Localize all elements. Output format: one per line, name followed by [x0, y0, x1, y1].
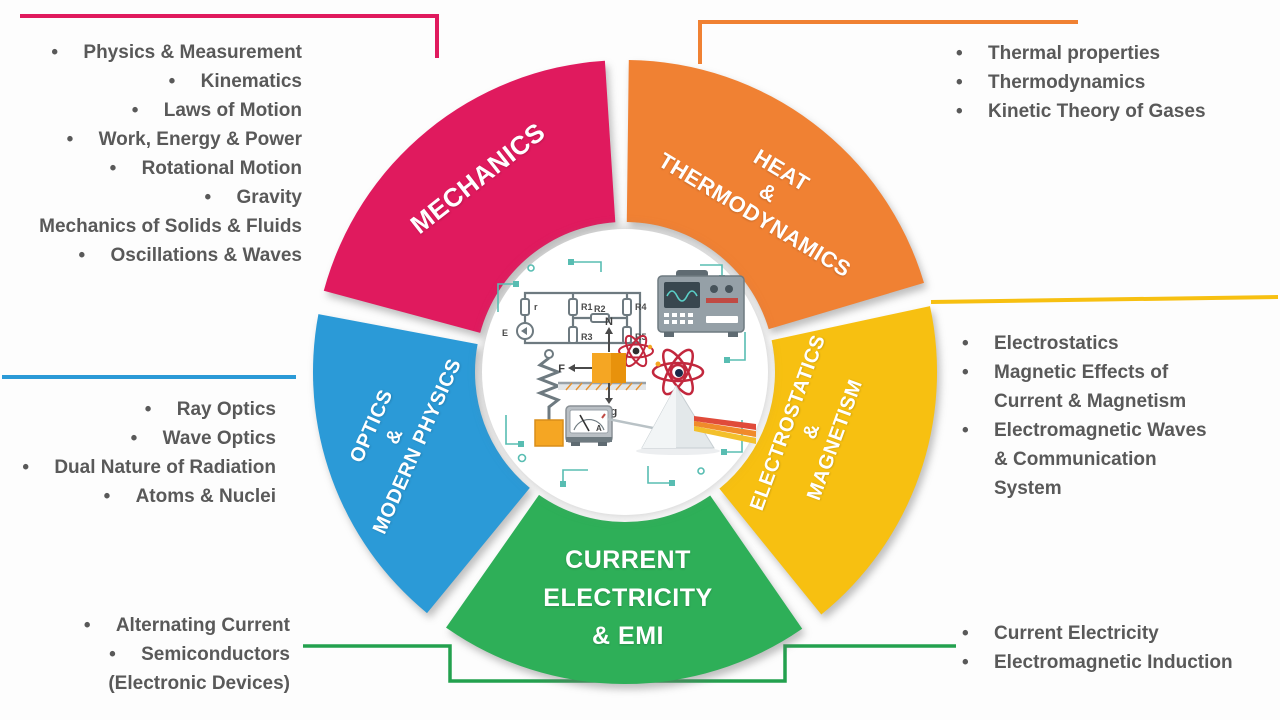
current-label-line3: & EMI [592, 622, 664, 650]
atom-icon-small [618, 334, 654, 368]
list-item: & Communication [994, 449, 1157, 470]
list-item: Thermal properties [956, 39, 1278, 68]
list-item: Kinematics [0, 67, 302, 96]
list-item: Mechanics of Solids & Fluids [39, 216, 302, 237]
current-topic-list-right: Current Electricity Electromagnetic Indu… [962, 619, 1280, 677]
list-item: Current Electricity [962, 619, 1280, 648]
list-item: Magnetic Effects of [962, 358, 1280, 387]
list-item: Ray Optics [0, 395, 276, 424]
list-item: Rotational Motion [0, 154, 302, 183]
mechanics-topic-list: Physics & Measurement Kinematics Laws of… [0, 38, 302, 270]
segment-electrostatics [719, 306, 938, 615]
list-item: (Electronic Devices) [108, 673, 290, 694]
svg-text:R3: R3 [581, 332, 593, 342]
segment-optics [312, 314, 530, 614]
atom-icon-large [651, 348, 705, 396]
list-item: Gravity [0, 183, 302, 212]
list-item: Thermodynamics [956, 68, 1278, 97]
circuit-diagram-icon [516, 291, 642, 345]
current-label-line2: ELECTRICITY [543, 584, 713, 612]
current-topic-list-left: Alternating Current Semiconductors (Elec… [0, 611, 290, 698]
svg-text:E: E [502, 328, 508, 338]
list-item: System [994, 478, 1062, 499]
svg-text:A: A [596, 424, 602, 433]
list-item: Work, Energy & Power [0, 125, 302, 154]
mechanics-callout-line [20, 14, 439, 58]
list-item: Laws of Motion [0, 96, 302, 125]
oscilloscope-icon [657, 270, 745, 337]
list-item: Oscillations & Waves [0, 241, 302, 270]
list-item: Electromagnetic Waves [962, 416, 1280, 445]
optics-topic-list: Ray Optics Wave Optics Dual Nature of Ra… [0, 395, 276, 511]
segment-current [446, 494, 803, 685]
svg-text:N: N [605, 316, 613, 328]
svg-text:F: F [558, 363, 565, 375]
donut-ring [312, 60, 938, 685]
segment-heat [626, 60, 924, 330]
heat-callout-line [698, 20, 1078, 64]
list-item: Dual Nature of Radiation [0, 453, 276, 482]
current-segment-label: CURRENT ELECTRICITY & EMI [478, 541, 778, 655]
ammeter-icon: A [565, 405, 613, 446]
list-item: Semiconductors [0, 640, 290, 669]
segment-mechanics [323, 60, 616, 333]
list-item: Alternating Current [0, 611, 290, 640]
svg-text:R4: R4 [635, 302, 647, 312]
list-item: Electrostatics [962, 329, 1280, 358]
electrostatics-callout-line [930, 295, 1279, 304]
svg-text:r: r [534, 302, 538, 312]
list-item: Wave Optics [0, 424, 276, 453]
list-item: Electromagnetic Induction [962, 648, 1280, 677]
svg-text:R1: R1 [581, 302, 593, 312]
list-item: Current & Magnetism [994, 391, 1187, 412]
current-label-line1: CURRENT [565, 546, 691, 574]
electrostatics-topic-list: Electrostatics Magnetic Effects of Curre… [962, 329, 1280, 503]
list-item: Atoms & Nuclei [0, 482, 276, 511]
force-block-icon [558, 327, 646, 404]
list-item: Physics & Measurement [0, 38, 302, 67]
list-item: Kinetic Theory of Gases [956, 97, 1278, 126]
physics-lab-illustration: r R1 R4 R3 R5 R2 E [497, 259, 756, 487]
svg-text:R2: R2 [594, 304, 606, 314]
prism-icon [607, 385, 756, 455]
heat-topic-list: Thermal properties Thermodynamics Kineti… [956, 39, 1278, 126]
